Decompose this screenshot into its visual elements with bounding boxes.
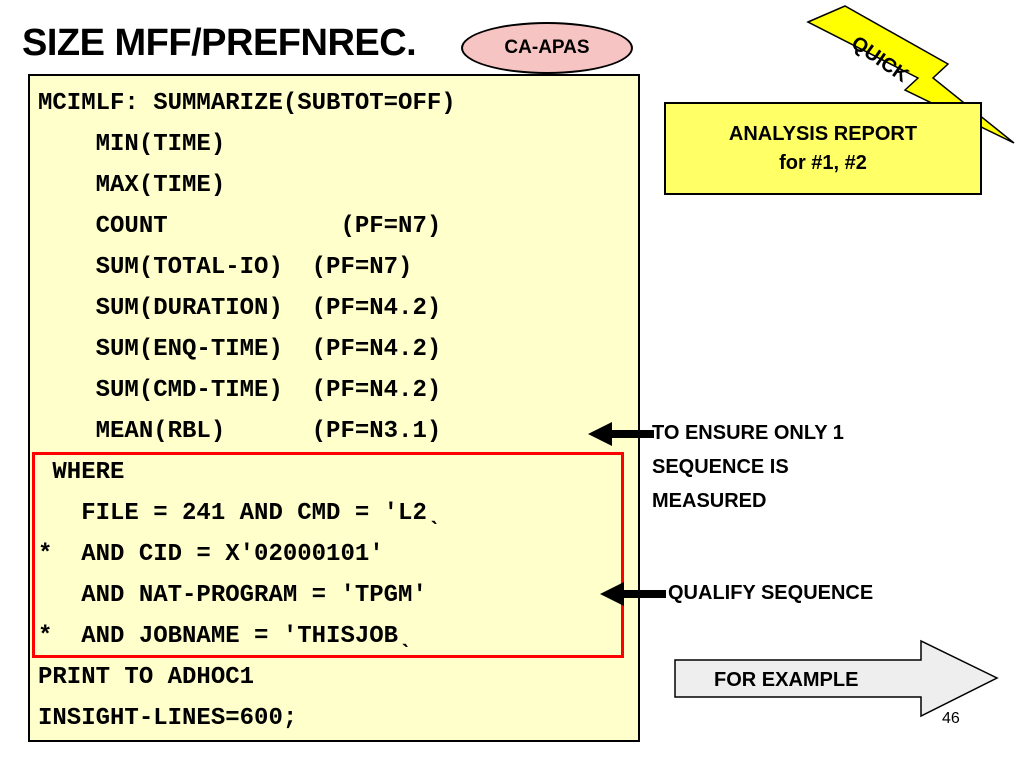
arrow-left-icon [600, 582, 666, 606]
quick-label: QUICK [847, 32, 913, 87]
for-example-label: FOR EXAMPLE [714, 669, 858, 691]
badge-label: CA-APAS [504, 37, 590, 58]
ca-apas-badge: CA-APAS [461, 22, 633, 74]
code-line: SUM(ENQ-TIME) (PF=N4.2) [38, 336, 442, 363]
code-line: AND NAT-PROGRAM = 'TPGM' [38, 582, 427, 609]
code-line: PRINT TO ADHOC1 [38, 664, 255, 691]
code-line: FILE = 241 AND CMD = 'L2ˎ [38, 500, 442, 527]
analysis-report-subtitle: for #1, #2 [779, 151, 867, 174]
for-example-arrow[interactable]: FOR EXAMPLE [673, 639, 1003, 720]
code-line: SUM(TOTAL-IO) (PF=N7) [38, 254, 413, 281]
code-panel: MCIMLF: SUMMARIZE(SUBTOT=OFF) MIN(TIME) … [28, 74, 640, 742]
qualify-sequence-note: QUALIFY SEQUENCE [668, 582, 874, 604]
arrow-left-icon [588, 422, 654, 446]
note-line: MEASURED [652, 490, 767, 512]
code-line: SUM(CMD-TIME) (PF=N4.2) [38, 377, 442, 404]
arrow-right-shape [674, 639, 999, 718]
code-line: MEAN(RBL) (PF=N3.1) [38, 418, 442, 445]
ensure-sequence-note: TO ENSURE ONLY 1 SEQUENCE IS MEASURED [652, 416, 844, 518]
where-clause-highlight [32, 452, 624, 658]
analysis-report-title: ANALYSIS REPORT [728, 122, 918, 145]
code-line: MCIMLF: SUMMARIZE(SUBTOT=OFF) [38, 90, 456, 117]
note-line: TO ENSURE ONLY 1 [652, 422, 844, 444]
code-line: MAX(TIME) [38, 172, 226, 199]
page-number: 46 [942, 710, 960, 727]
code-line: * AND JOBNAME = 'THISJOBˎ [38, 623, 413, 650]
slide-title: SIZE MFF/PREFNREC. [22, 22, 417, 64]
code-line: COUNT (PF=N7) [38, 213, 442, 240]
code-line: SUM(DURATION) (PF=N4.2) [38, 295, 442, 322]
code-line: MIN(TIME) [38, 131, 226, 158]
code-line: WHERE [38, 459, 125, 486]
note-line: SEQUENCE IS [652, 456, 789, 478]
analysis-report-box: ANALYSIS REPORT for #1, #2 [664, 102, 982, 195]
code-line: INSIGHT-LINES=600; [38, 705, 298, 732]
code-line: * AND CID = X'02000101' [38, 541, 384, 568]
